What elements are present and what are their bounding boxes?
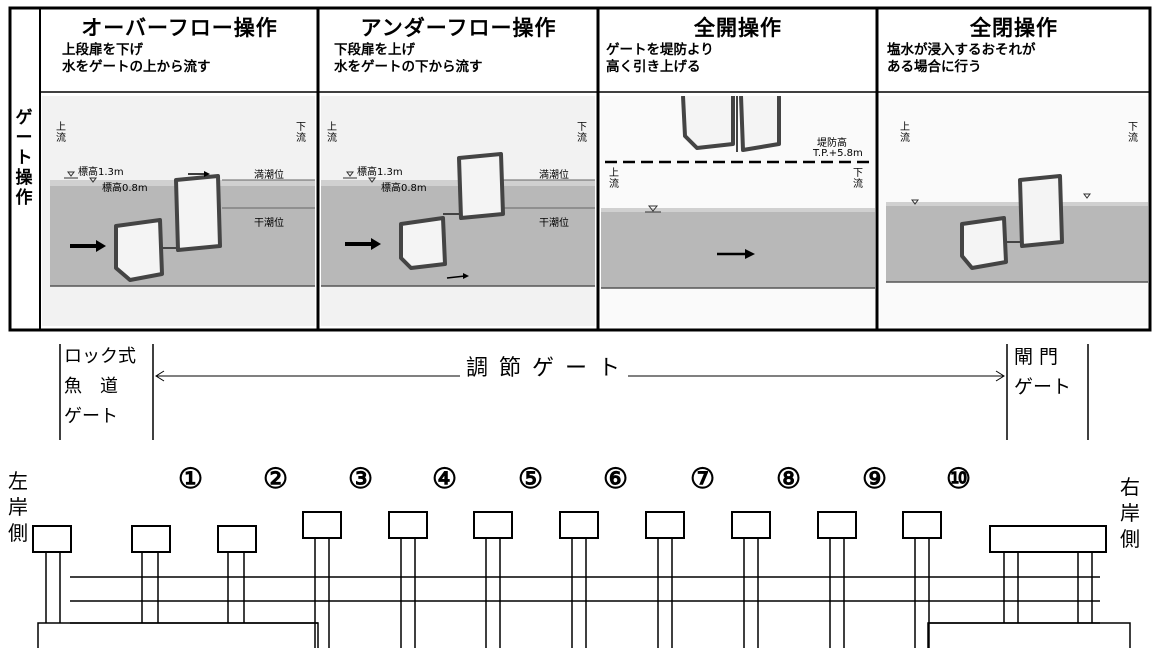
label-char: 流: [853, 179, 863, 190]
description-line: 上段扉を下げ: [62, 42, 143, 58]
left-bank-char: 側: [8, 521, 28, 545]
right-bank-char: 右: [1120, 475, 1140, 499]
high-tide-label: 満潮位: [254, 170, 284, 181]
gate-number-6: ⑥: [603, 462, 629, 495]
gate-structure-graphic: [32, 344, 1131, 648]
elevation-0-8-label: 標高0.8m: [381, 183, 427, 194]
label-char: 下: [296, 122, 306, 133]
label-char: 上: [56, 122, 66, 133]
lock-fishway-gate-label: ロック式 魚 道 ゲート: [64, 342, 136, 432]
lock-gate-line: ゲート: [64, 406, 118, 427]
gate-operation-char: ト: [15, 148, 33, 168]
low-tide-label: 干潮位: [254, 218, 284, 229]
gate-number-1: ①: [178, 462, 204, 495]
gate-operation-label: ゲ ー ト 操 作: [14, 108, 34, 208]
gate-number-5: ⑤: [518, 462, 544, 495]
operation-description: ゲートを堤防より 高く引き上げる: [606, 42, 714, 76]
operation-description: 塩水が浸入するおそれが ある場合に行う: [887, 42, 1036, 76]
full-open-diagram: 上 流 下 流 堤防高 T.P.+5.8m: [601, 95, 875, 326]
full-close-diagram: 上 流 下 流: [880, 96, 1148, 326]
lock-chamber-gate-label: 閘 門 ゲート: [1014, 342, 1071, 402]
gate-number-2: ②: [263, 462, 289, 495]
sluice-gate-line: ゲート: [1014, 376, 1072, 398]
label-char: 流: [1128, 133, 1138, 144]
operation-title: 全開操作: [694, 16, 782, 40]
overflow-diagram: 上 流 下 流 標高1.3m 標高0.8m 満潮位 干潮位: [42, 96, 315, 326]
gate-operation-char: 操: [15, 168, 33, 188]
gate-number-3: ③: [348, 462, 374, 495]
elevation-1-3-label: 標高1.3m: [357, 167, 403, 178]
left-bank-char: 岸: [8, 495, 28, 519]
full-close-diagram-graphic: [880, 96, 1148, 326]
right-bank-char: 岸: [1120, 501, 1140, 525]
operation-title: アンダーフロー操作: [360, 16, 557, 40]
high-tide-label: 満潮位: [539, 170, 569, 181]
label-char: 流: [900, 133, 910, 144]
adjustment-gate-label: 調 節 ゲ ー ト: [460, 350, 628, 382]
lock-gate-line: ロック式: [64, 346, 136, 367]
tp-elevation-label: T.P.+5.8m: [813, 148, 863, 159]
upstream-label: 上 流: [609, 168, 619, 190]
description-line: 高く引き上げる: [606, 59, 701, 75]
label-char: 流: [577, 133, 587, 144]
gate-number-8: ⑧: [776, 462, 802, 495]
sluice-gate-line: 閘 門: [1014, 346, 1059, 368]
upstream-label: 上 流: [56, 122, 66, 144]
operation-header-full-close: 全閉操作 塩水が浸入するおそれが ある場合に行う: [879, 8, 1149, 92]
description-line: 水をゲートの上から流す: [62, 59, 211, 75]
description-line: ゲートを堤防より: [606, 42, 714, 58]
operation-header-overflow: オーバーフロー操作 上段扉を下げ 水をゲートの上から流す: [42, 8, 317, 92]
downstream-label: 下 流: [1128, 122, 1138, 144]
gate-operation-char: ゲ: [15, 108, 33, 128]
gate-operation-char: ー: [15, 128, 33, 148]
label-char: 流: [327, 133, 337, 144]
label-char: 下: [1128, 122, 1138, 133]
gate-number-9: ⑨: [862, 462, 888, 495]
low-tide-label: 干潮位: [539, 218, 569, 229]
elevation-1-3-label: 標高1.3m: [78, 167, 124, 178]
label-char: 流: [296, 133, 306, 144]
operation-description: 上段扉を下げ 水をゲートの上から流す: [62, 42, 211, 76]
gate-number-7: ⑦: [690, 462, 716, 495]
operation-header-full-open: 全開操作 ゲートを堤防より 高く引き上げる: [600, 8, 876, 92]
gate-number-10: ⑩: [946, 462, 972, 495]
lock-gate-line: 魚 道: [64, 376, 118, 397]
downstream-label: 下 流: [296, 122, 306, 144]
label-char: 上: [327, 122, 337, 133]
underflow-diagram-graphic: [321, 96, 595, 326]
full-open-diagram-graphic: [601, 95, 875, 326]
description-line: 下段扉を上げ: [334, 42, 415, 58]
underflow-diagram: 上 流 下 流 標高1.3m 標高0.8m 満潮位 干潮位: [321, 96, 595, 326]
right-bank-label: 右 岸 側: [1118, 474, 1142, 552]
upstream-label: 上 流: [327, 122, 337, 144]
description-line: 塩水が浸入するおそれが: [887, 42, 1036, 58]
operation-title: 全閉操作: [970, 16, 1058, 40]
operation-title: オーバーフロー操作: [81, 16, 278, 40]
left-bank-label: 左 岸 側: [6, 468, 30, 546]
operation-header-underflow: アンダーフロー操作 下段扉を上げ 水をゲートの下から流す: [320, 8, 597, 92]
gate-number-4: ④: [432, 462, 458, 495]
label-char: 流: [609, 179, 619, 190]
label-char: 下: [853, 168, 863, 179]
label-char: 流: [56, 133, 66, 144]
label-char: 上: [900, 122, 910, 133]
description-line: 水をゲートの下から流す: [334, 59, 483, 75]
downstream-label: 下 流: [577, 122, 587, 144]
elevation-0-8-label: 標高0.8m: [102, 183, 148, 194]
operations-table-frame: [8, 6, 1152, 332]
gate-operation-char: 作: [15, 188, 33, 208]
downstream-label: 下 流: [853, 168, 863, 190]
right-bank-char: 側: [1120, 527, 1140, 551]
overflow-diagram-graphic: [42, 96, 315, 326]
upstream-label: 上 流: [900, 122, 910, 144]
description-line: ある場合に行う: [887, 59, 982, 75]
levee-height-label: 堤防高: [817, 138, 847, 149]
label-char: 下: [577, 122, 587, 133]
left-bank-char: 左: [8, 469, 28, 493]
label-char: 上: [609, 168, 619, 179]
operation-description: 下段扉を上げ 水をゲートの下から流す: [334, 42, 483, 76]
